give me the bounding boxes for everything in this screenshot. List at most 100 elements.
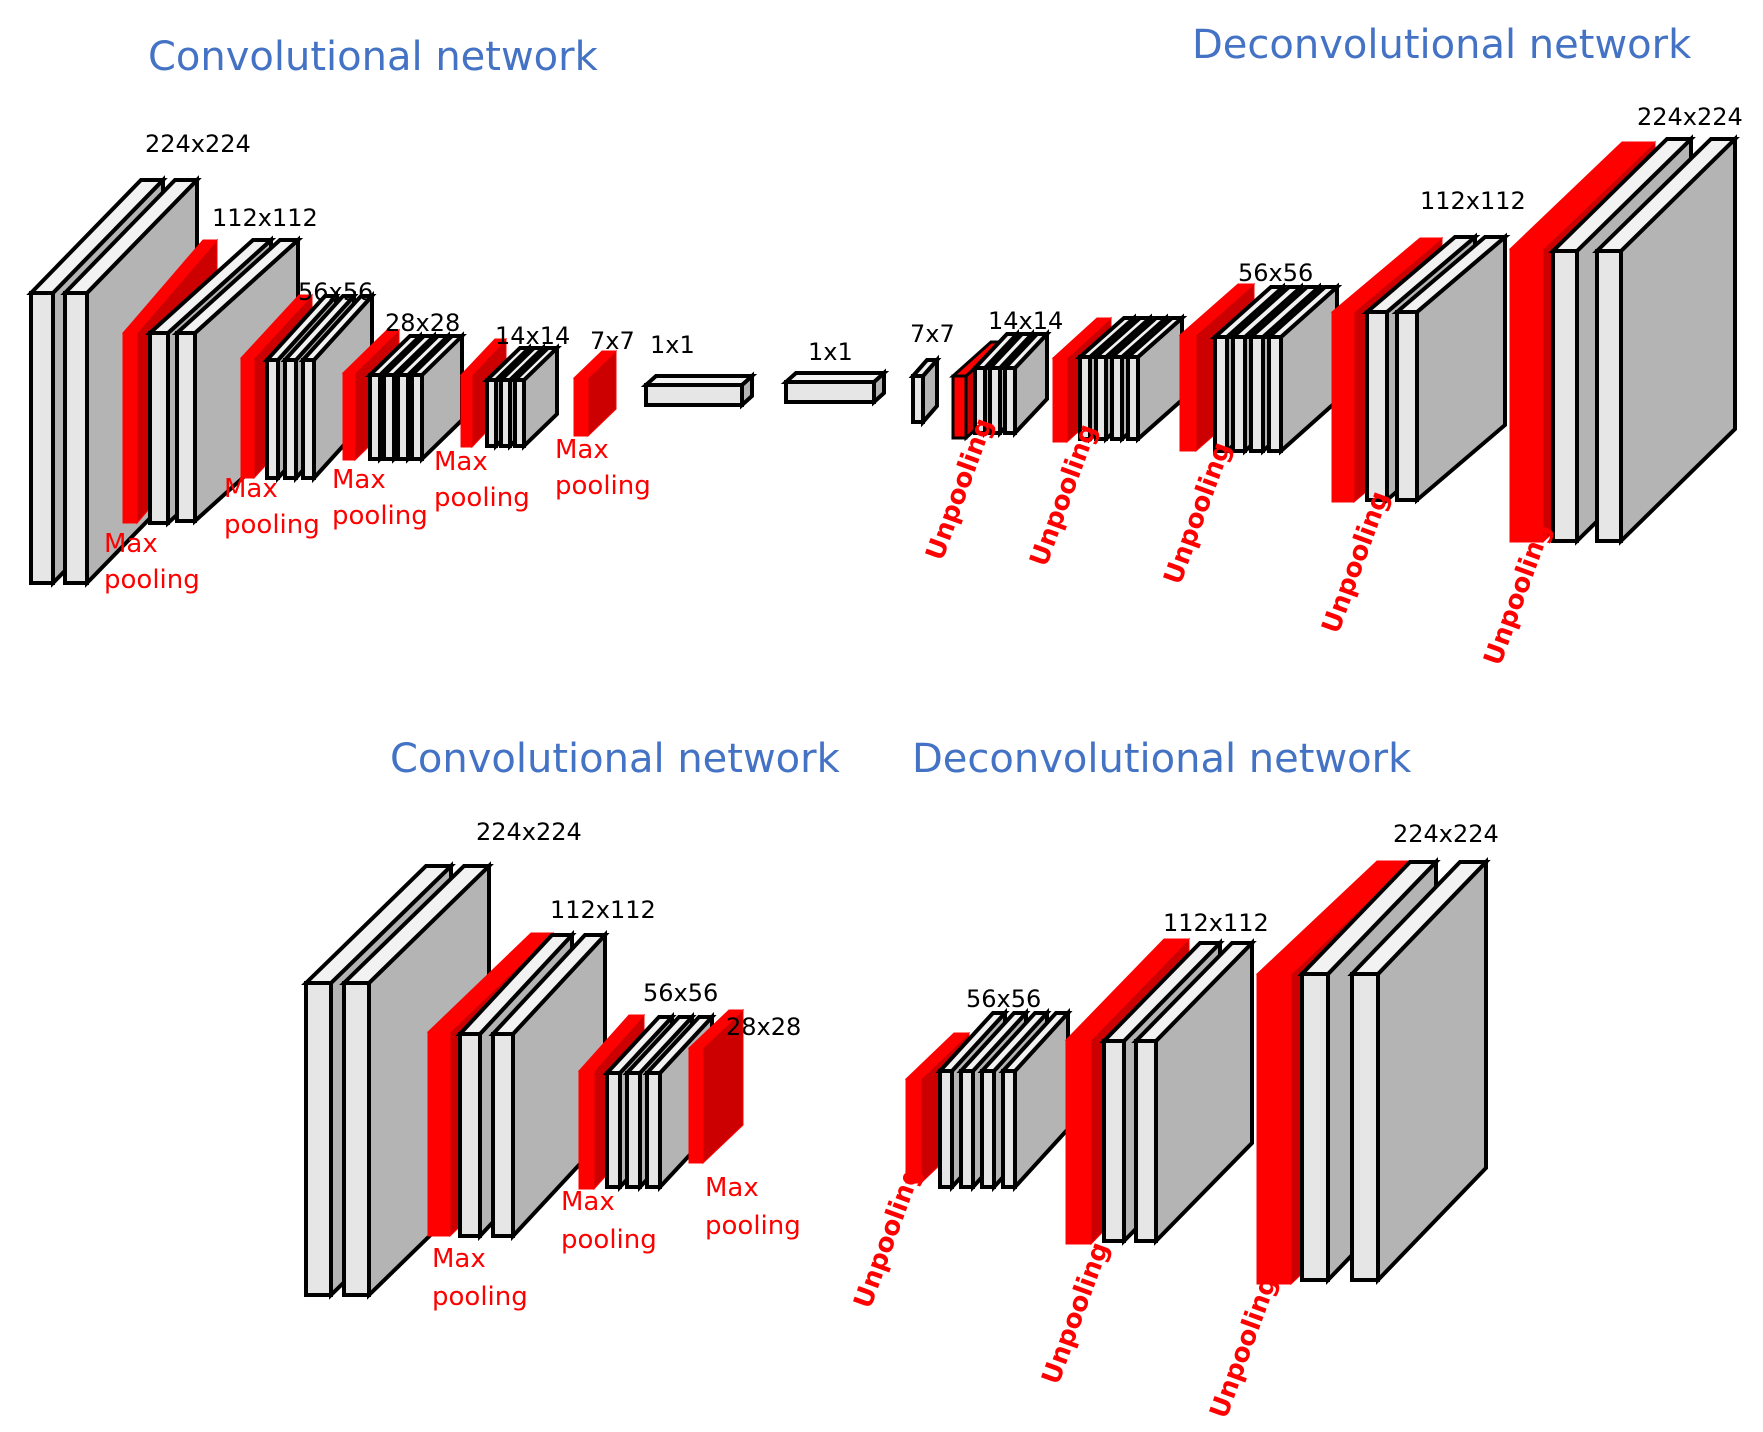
top-size-224: 224x224 bbox=[145, 130, 251, 158]
top-unpool-label-3: Unpooling bbox=[1158, 438, 1237, 588]
pooling-layer-2-front bbox=[122, 332, 138, 524]
top-size-56: 56x56 bbox=[298, 278, 373, 306]
top-conv-title: Convolutional network bbox=[148, 34, 599, 80]
feature-map-41-front bbox=[1595, 249, 1623, 543]
feature-map-4-front bbox=[175, 331, 197, 523]
feature-map-34-front bbox=[1249, 335, 1265, 453]
feature-map-40-front bbox=[1551, 249, 1579, 543]
feature-map-33-front bbox=[1231, 335, 1247, 453]
bottom-size-112: 112x112 bbox=[550, 896, 656, 924]
pooling-layer-9-front bbox=[342, 372, 356, 461]
feature-map-8-front bbox=[301, 358, 316, 480]
top-pool-label-5: Max pooling bbox=[555, 435, 651, 501]
top-pool-label-2: Max pooling bbox=[224, 474, 320, 540]
svg-text:pooling: pooling bbox=[224, 510, 320, 540]
feature-map-13-front bbox=[410, 373, 424, 461]
svg-text:pooling: pooling bbox=[432, 1282, 528, 1312]
pooling-layer-39-front bbox=[1509, 248, 1544, 543]
pooling-layer-60-front bbox=[1256, 973, 1292, 1285]
svg-text:Max: Max bbox=[555, 435, 609, 465]
diagram-shapes bbox=[26, 134, 1740, 1300]
svg-text:Max: Max bbox=[332, 465, 386, 495]
feature-map-61-front bbox=[1300, 972, 1330, 1282]
feature-map-0-front bbox=[29, 291, 55, 585]
feature-map-50-front bbox=[645, 1071, 662, 1189]
feature-map-38-front bbox=[1395, 310, 1419, 502]
svg-text:Max: Max bbox=[224, 474, 278, 504]
top-pool-label-4: Max pooling bbox=[434, 447, 530, 513]
pooling-layer-51-front bbox=[688, 1047, 704, 1164]
pooling-layer-14-front bbox=[460, 374, 473, 448]
bottom-unpool-label-3: Unpooling bbox=[1204, 1272, 1283, 1422]
bottom-size-56: 56x56 bbox=[643, 979, 718, 1007]
top-deconv-size-7: 7x7 bbox=[910, 320, 955, 348]
feature-map-49-front bbox=[625, 1071, 642, 1189]
feature-map-62-front bbox=[1350, 972, 1380, 1282]
svg-text:pooling: pooling bbox=[104, 565, 200, 595]
feature-map-32-front bbox=[1213, 335, 1229, 453]
bottom-deconv-size-56: 56x56 bbox=[966, 985, 1041, 1013]
bottom-size-28: 28x28 bbox=[726, 1013, 801, 1041]
bottom-pool-label-3: Max pooling bbox=[705, 1173, 801, 1241]
top-pool-label-3: Max pooling bbox=[332, 465, 428, 531]
pooling-layer-57-front bbox=[1065, 1039, 1092, 1245]
feature-map-59-front bbox=[1134, 1039, 1158, 1243]
feature-map-12-front bbox=[396, 373, 410, 461]
svg-text:Max: Max bbox=[104, 529, 158, 559]
top-size-14: 14x14 bbox=[495, 322, 570, 350]
svg-text:pooling: pooling bbox=[332, 501, 428, 531]
feature-map-46-front bbox=[491, 1032, 515, 1238]
pooling-layer-26-front bbox=[1052, 357, 1068, 443]
svg-text:pooling: pooling bbox=[705, 1211, 801, 1241]
feature-map-58-front bbox=[1102, 1039, 1126, 1243]
feature-map-1-front bbox=[63, 291, 89, 585]
svg-text:pooling: pooling bbox=[555, 471, 651, 501]
feature-map-25-front bbox=[1003, 366, 1017, 435]
bottom-pool-label-2: Max pooling bbox=[561, 1187, 657, 1255]
pooling-layer-31-front bbox=[1179, 334, 1197, 452]
pooling-layer-36-front bbox=[1331, 311, 1355, 503]
bottom-size-224: 224x224 bbox=[476, 818, 582, 846]
top-deconv-size-112: 112x112 bbox=[1420, 187, 1526, 215]
top-deconv-size-14: 14x14 bbox=[988, 307, 1063, 335]
pooling-layer-47-front bbox=[578, 1070, 595, 1190]
svg-text:Max: Max bbox=[432, 1244, 486, 1274]
top-deconv-size-224: 224x224 bbox=[1637, 103, 1743, 131]
bottom-deconv-size-112: 112x112 bbox=[1163, 909, 1269, 937]
feature-map-10-front bbox=[368, 373, 382, 461]
bottom-deconv-title: Deconvolutional network bbox=[912, 736, 1412, 782]
pooling-layer-18-front bbox=[573, 377, 589, 437]
pooling-layer-5-front bbox=[240, 357, 255, 479]
pooling-layer-52-front bbox=[905, 1078, 922, 1184]
feature-map-37-front bbox=[1365, 310, 1389, 502]
top-size-7: 7x7 bbox=[590, 327, 635, 355]
top-size-fc2: 1x1 bbox=[808, 338, 853, 366]
top-deconv-title: Deconvolutional network bbox=[1192, 22, 1692, 68]
svg-text:pooling: pooling bbox=[434, 483, 530, 513]
top-deconv-size-56: 56x56 bbox=[1238, 259, 1313, 287]
feature-map-45-front bbox=[458, 1032, 482, 1238]
pooling-layer-22-front bbox=[951, 374, 968, 440]
feature-map-55-front bbox=[980, 1069, 996, 1189]
feature-map-11-front bbox=[382, 373, 396, 461]
feature-map-23-front bbox=[973, 366, 987, 435]
bottom-deconv-size-224: 224x224 bbox=[1393, 820, 1499, 848]
feature-map-16-front bbox=[499, 378, 512, 448]
feature-map-30-front bbox=[1126, 355, 1140, 441]
feature-map-24-front bbox=[988, 366, 1002, 435]
feature-map-17-front bbox=[513, 378, 526, 448]
bottom-unpool-label-2: Unpooling bbox=[1036, 1238, 1115, 1388]
top-size-28: 28x28 bbox=[385, 309, 460, 337]
svg-text:Max: Max bbox=[434, 447, 488, 477]
top-size-112: 112x112 bbox=[212, 204, 318, 232]
feature-map-54-front bbox=[959, 1069, 975, 1189]
feature-map-29-front bbox=[1110, 355, 1124, 441]
bottom-pool-label-1: Max pooling bbox=[432, 1244, 528, 1312]
svg-text:Max: Max bbox=[705, 1173, 759, 1203]
top-unpool-label-4: Unpooling bbox=[1316, 487, 1395, 637]
feature-map-28-front bbox=[1094, 355, 1108, 441]
feature-map-15-front bbox=[485, 378, 498, 448]
svg-text:pooling: pooling bbox=[561, 1225, 657, 1255]
top-size-fc1: 1x1 bbox=[650, 331, 695, 359]
feature-map-3-front bbox=[148, 331, 170, 525]
